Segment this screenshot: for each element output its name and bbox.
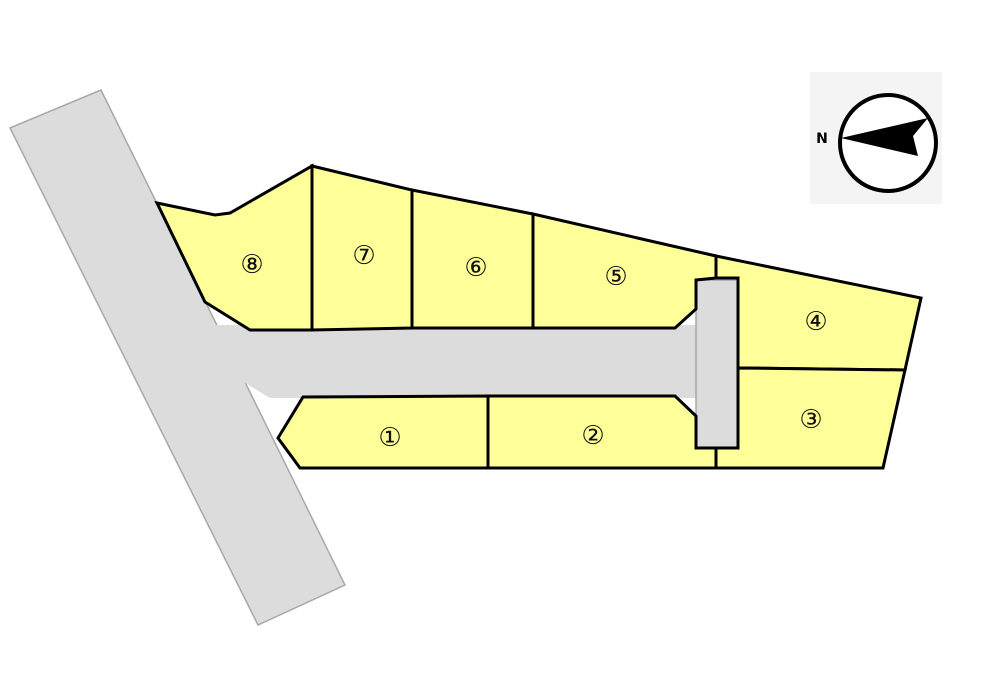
compass: N <box>810 72 942 204</box>
access-road <box>150 325 700 398</box>
lot-8-label: ⑧ <box>240 250 263 280</box>
main-road <box>8 89 347 626</box>
lot-2-label: ② <box>581 421 604 451</box>
lot-5-label: ⑤ <box>604 262 627 292</box>
lot-1[interactable] <box>276 394 490 470</box>
compass-arrow-icon <box>841 118 928 156</box>
lot-3-label: ③ <box>799 405 822 435</box>
compass-north-label: N <box>816 131 828 147</box>
lot-1-label: ① <box>378 423 401 453</box>
access-road-turnaround <box>695 279 739 449</box>
lot-6-label: ⑥ <box>464 253 487 283</box>
lot-2[interactable] <box>486 394 718 470</box>
lot-7-label: ⑦ <box>352 241 375 271</box>
lot-4-label: ④ <box>804 307 827 337</box>
